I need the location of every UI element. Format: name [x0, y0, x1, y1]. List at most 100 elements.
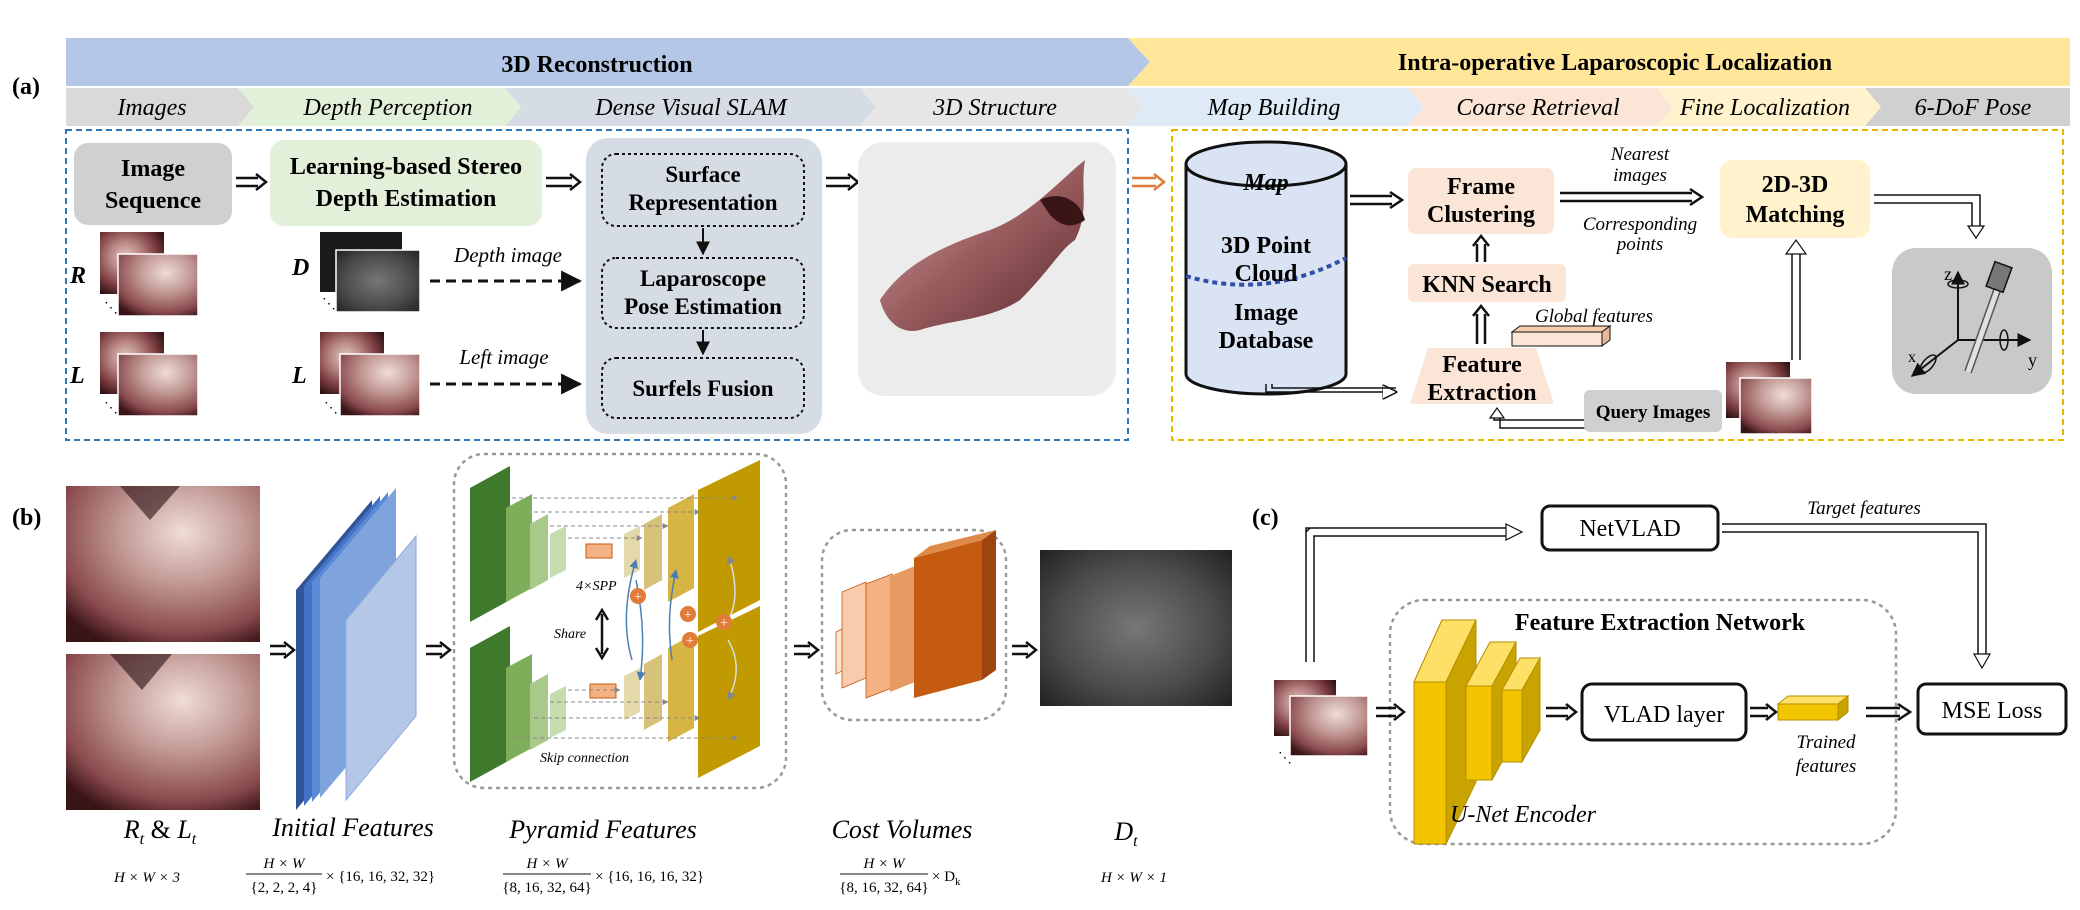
c-ellipsis: ⋱: [1278, 751, 1292, 766]
fe-network-frame: [1388, 598, 1898, 846]
netvlad-to-mse-arrow: [1722, 523, 1987, 656]
mse-loss-box: [1916, 682, 2068, 736]
map-to-fe-arrow: [1265, 384, 1396, 392]
caption-rl: Rt & Lt: [123, 815, 197, 848]
image-db-line1: Image: [1234, 300, 1298, 326]
pyramid-add-nodes: + + + +: [630, 588, 732, 649]
input-image-right-dark: [120, 486, 180, 520]
nearest-line1: Nearest: [1610, 144, 1670, 165]
c-double-arrow-3: [1750, 703, 1779, 721]
d-image-front: [335, 249, 421, 313]
step-label-images: Images: [116, 95, 186, 121]
stereo-line2: Depth Estimation: [316, 186, 497, 212]
frame-clustering-box: [1408, 168, 1554, 234]
c-double-arrow-1: [1376, 703, 1407, 721]
matching-line2: Matching: [1746, 202, 1845, 228]
surface-line2: Representation: [628, 190, 777, 215]
share-label: Share: [554, 627, 586, 642]
panel-label-a: (a): [12, 74, 40, 100]
input-image-left: [66, 654, 260, 810]
input-image-right: [66, 486, 260, 642]
b-double-arrow-2: [426, 641, 453, 659]
query-to-fe-arrow-inner: [1493, 416, 1586, 421]
l-image-front: [117, 353, 199, 417]
svg-text:+: +: [720, 616, 728, 631]
step-label-slam: Dense Visual SLAM: [594, 95, 789, 121]
loc-banner: [1128, 38, 2070, 86]
matching-line1: 2D-3D: [1762, 172, 1829, 198]
surface-line1: Surface: [665, 162, 740, 187]
label-L: L: [69, 363, 85, 389]
matching-to-pose-arrowhead: [1966, 225, 1986, 240]
pose-line2: Pose Estimation: [624, 294, 782, 319]
surface-representation-box: [601, 153, 805, 227]
matching-to-pose-arrow: [1874, 194, 1981, 226]
pose-box: [1892, 248, 2052, 394]
double-arrow-1: [236, 173, 269, 191]
frame-clustering-line1: Frame: [1447, 174, 1515, 200]
query-images-box: [1584, 390, 1722, 432]
query-to-matching-arrow: [1791, 252, 1801, 360]
map-to-clustering-arrow: [1350, 190, 1405, 210]
vlad-layer-label: VLAD layer: [1604, 702, 1725, 728]
pyramid-frame: [452, 452, 788, 790]
step-images: [66, 88, 254, 126]
skip-connection-label: Skip connection: [540, 751, 629, 766]
caption-cost-volumes: Cost Volumes: [832, 815, 973, 844]
label-L2: L: [291, 363, 307, 389]
mse-loss-label: MSE Loss: [1942, 698, 2043, 724]
query-images-label: Query Images: [1596, 402, 1711, 423]
dim-output: H × W × 1: [1100, 870, 1167, 886]
dim-initial-num: H × W: [263, 856, 306, 872]
step-label-map: Map Building: [1207, 95, 1341, 121]
netvlad-label: NetVLAD: [1579, 516, 1680, 542]
orange-arrow: [1132, 173, 1167, 191]
knn-search-label: KNN Search: [1422, 272, 1552, 298]
initial-features-slabs: [296, 488, 417, 810]
svg-text:+: +: [686, 634, 694, 649]
axis-x: x: [1908, 349, 1916, 366]
r-image-front: [117, 253, 199, 317]
trained-line1: Trained: [1796, 732, 1856, 753]
step-structure: [860, 88, 1144, 126]
knn-search-box: [1408, 264, 1566, 302]
dim-initial-den: {2, 2, 2, 4}: [251, 880, 318, 896]
query-to-matching-arrowhead: [1784, 238, 1808, 255]
netvlad-box: [1540, 504, 1720, 552]
clustering-to-matching-arrow: [1560, 187, 1705, 207]
image-db-line2: Database: [1219, 328, 1314, 354]
panel-label-b: (b): [12, 505, 41, 531]
step-pose: [1865, 88, 2070, 126]
surfels-fusion-label: Surfels Fusion: [632, 376, 773, 401]
unet-encoder-blocks: [1413, 619, 1541, 845]
loc-frame: [1171, 129, 2064, 441]
fe-network-title: Feature Extraction Network: [1515, 610, 1806, 636]
pyramid-upper: [470, 460, 760, 632]
dim-cost-den: {8, 16, 32, 64}: [839, 880, 928, 896]
query-to-fe-arrow: [1499, 416, 1596, 429]
global-features-bar: [1510, 325, 1612, 347]
query-image-front: [1739, 377, 1813, 435]
dim-pyramid-num: H × W: [526, 856, 569, 872]
liver-shadow: [1040, 196, 1085, 226]
point-cloud-line2: Cloud: [1235, 261, 1298, 287]
corresponding-line2: points: [1615, 234, 1663, 255]
step-label-structure: 3D Structure: [932, 95, 1057, 121]
cost-volume-frame: [820, 528, 1008, 722]
dim-cost-num: H × W: [863, 856, 906, 872]
caption-pyramid-features: Pyramid Features: [508, 815, 697, 844]
dim-initial-ch: × {16, 16, 32, 32}: [326, 869, 435, 885]
loc-banner-title: Intra-operative Laparoscopic Localizatio…: [1398, 50, 1832, 76]
dim-input: H × W × 3: [113, 870, 180, 886]
dim-pyramid-den: {8, 16, 32, 64}: [502, 880, 591, 896]
recon-frame: [65, 129, 1129, 441]
feature-extraction-line2: Extraction: [1427, 380, 1536, 406]
map-cylinder: [1184, 140, 1348, 396]
liver-model: [880, 160, 1085, 331]
stereo-box: [270, 140, 542, 226]
step-label-pose: 6-DoF Pose: [1915, 95, 2032, 121]
matching-box: [1720, 160, 1870, 238]
b-double-arrow-1: [270, 641, 297, 659]
b-double-arrow-3: [794, 641, 821, 659]
